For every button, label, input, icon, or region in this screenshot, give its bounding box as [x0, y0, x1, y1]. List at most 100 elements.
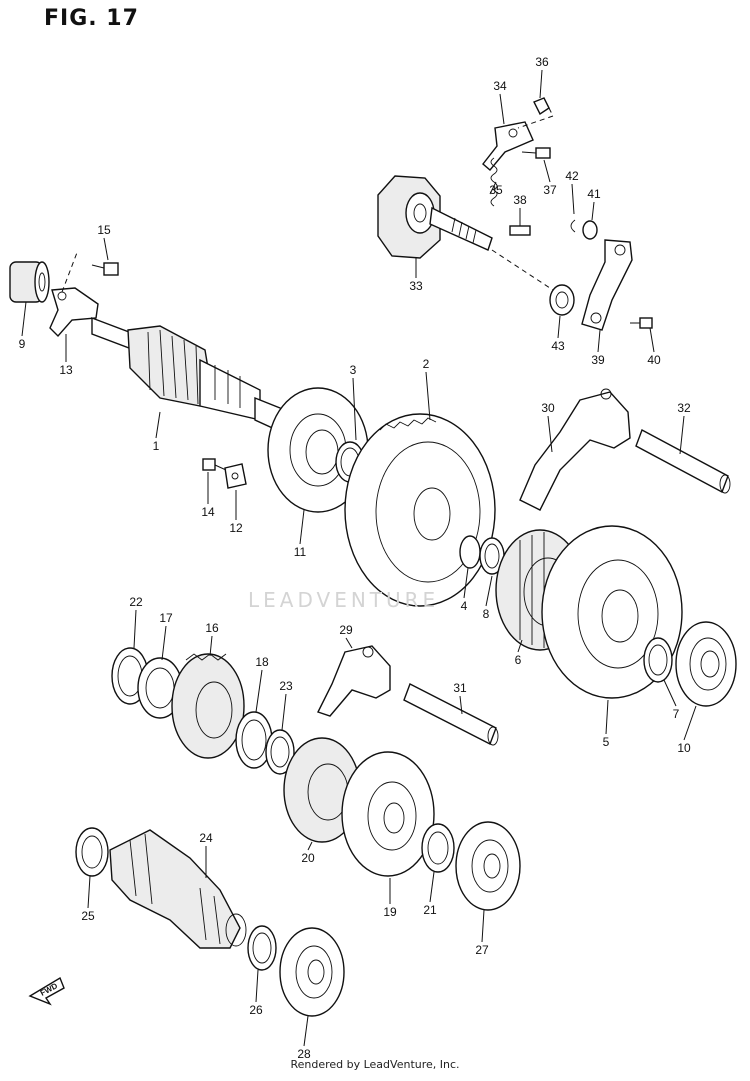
leader-line-23	[281, 693, 287, 731]
shift-fork-30	[519, 388, 631, 511]
callout-18: 18	[255, 655, 269, 669]
washer-26	[247, 925, 277, 971]
callout-34: 34	[493, 79, 507, 93]
leader-line-30	[547, 415, 553, 453]
callout-22: 22	[129, 595, 143, 609]
washer-7	[643, 637, 673, 683]
leader-line-29	[345, 637, 353, 649]
leader-line-41	[591, 201, 595, 221]
leader-line-11	[299, 509, 305, 545]
leader-line-36	[539, 69, 543, 99]
callout-7: 7	[673, 707, 680, 721]
bearing-retainer-13	[49, 287, 99, 338]
callout-20: 20	[301, 851, 315, 865]
bearing-27	[455, 821, 521, 911]
screw-15	[91, 262, 119, 276]
leader-line-42	[571, 183, 575, 215]
bolt-40	[630, 317, 653, 329]
leader-line-9	[21, 301, 27, 337]
spring-35	[490, 157, 498, 207]
callout-29: 29	[339, 623, 353, 637]
callout-43: 43	[551, 339, 565, 353]
bearing-9	[9, 261, 50, 303]
leader-line-17	[161, 625, 167, 661]
main-shaft-1	[91, 316, 291, 438]
bearing-28	[279, 927, 345, 1017]
callout-27: 27	[475, 943, 489, 957]
callout-11: 11	[294, 545, 307, 559]
leader-line-3	[352, 377, 357, 441]
leader-line-10	[683, 705, 697, 741]
leader-line-32	[679, 415, 685, 455]
leader-line-7	[663, 679, 677, 707]
callout-36: 36	[535, 55, 549, 69]
leader-line-16	[209, 635, 213, 657]
callout-42: 42	[565, 169, 579, 183]
callout-31: 31	[453, 681, 467, 695]
callout-23: 23	[279, 679, 293, 693]
forward-arrow-icon: FWD	[28, 976, 65, 1006]
counter-shaft-24	[109, 829, 247, 949]
callout-13: 13	[59, 363, 73, 377]
callout-1: 1	[153, 439, 160, 453]
oil-seal-43	[549, 284, 575, 316]
leader-line-25	[87, 875, 91, 909]
leader-line-18	[255, 669, 263, 713]
callout-21: 21	[423, 903, 437, 917]
leader-line-22	[133, 609, 137, 649]
callout-12: 12	[229, 521, 243, 535]
callout-17: 17	[159, 611, 173, 625]
washer-12	[224, 463, 247, 489]
nut-36	[533, 97, 550, 116]
footer-credit: Rendered by LeadVenture, Inc.	[290, 1058, 460, 1071]
gear-2	[344, 413, 496, 607]
leader-line-39	[597, 329, 601, 353]
washer-25	[75, 827, 109, 877]
leader-line-43	[557, 315, 561, 339]
callout-33: 33	[409, 279, 423, 293]
leader-line-4	[463, 567, 469, 599]
circlip-8	[479, 537, 505, 575]
leader-line-28	[303, 1015, 309, 1047]
leader-line-20	[307, 841, 313, 851]
leader-line-40	[649, 327, 655, 353]
callout-24: 24	[199, 831, 213, 845]
shift-fork-29	[317, 645, 391, 717]
callout-41: 41	[587, 187, 601, 201]
shift-arm-34	[482, 121, 534, 171]
callout-6: 6	[515, 653, 522, 667]
leader-line-37	[543, 159, 551, 183]
leader-line-6	[517, 639, 523, 653]
callout-15: 15	[97, 223, 111, 237]
circlip-23	[265, 729, 295, 775]
leader-line-27	[481, 909, 485, 943]
washer-41	[582, 220, 598, 240]
leader-line-21	[429, 871, 435, 903]
bearing-10	[675, 621, 737, 707]
fork-rod-31	[403, 683, 499, 746]
callout-39: 39	[591, 353, 605, 367]
callout-14: 14	[201, 505, 215, 519]
washer-4	[459, 535, 481, 569]
fork-rod-32	[635, 429, 731, 494]
callout-16: 16	[205, 621, 219, 635]
leader-line-35	[489, 181, 497, 195]
bolt-14	[202, 458, 227, 471]
leader-line-5	[605, 699, 609, 735]
leader-line-26	[255, 969, 259, 1003]
callout-30: 30	[541, 401, 555, 415]
callout-32: 32	[677, 401, 691, 415]
figure-title: FIG. 17	[44, 6, 139, 31]
clip-42	[570, 219, 576, 233]
callout-38: 38	[513, 193, 527, 207]
callout-2: 2	[423, 357, 430, 371]
callout-10: 10	[677, 741, 691, 755]
bolt-37	[521, 147, 551, 159]
leader-line-34	[499, 93, 505, 125]
gear-16	[171, 653, 245, 759]
callout-9: 9	[19, 337, 26, 351]
callout-26: 26	[249, 1003, 263, 1017]
callout-19: 19	[383, 905, 397, 919]
